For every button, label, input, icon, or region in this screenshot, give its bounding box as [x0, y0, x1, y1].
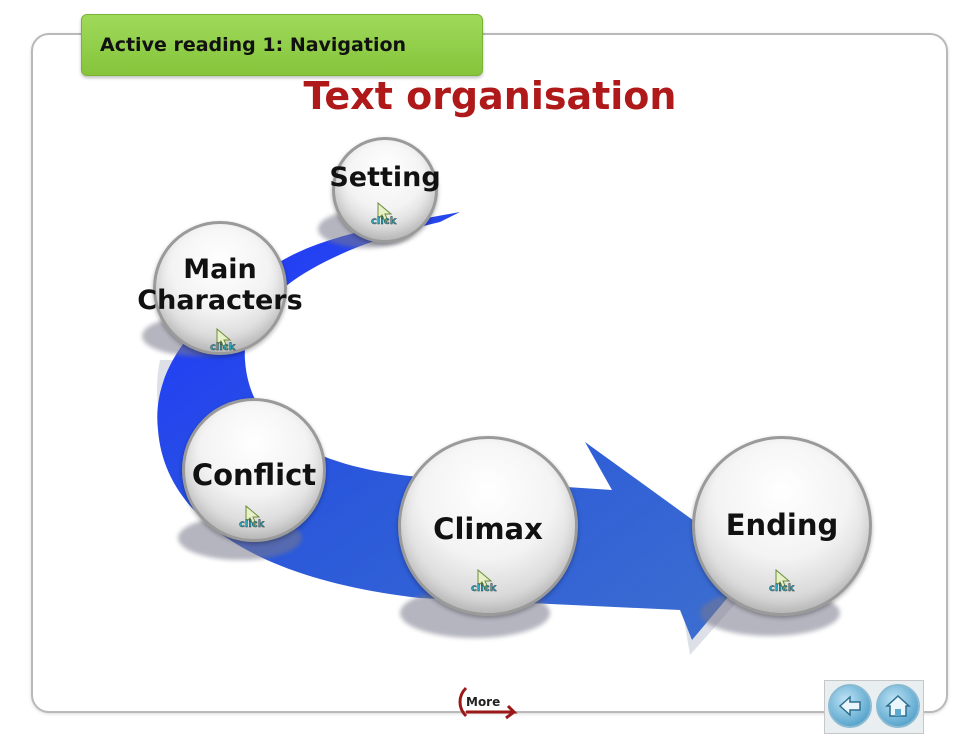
section-tab-label: Active reading 1: Navigation: [100, 34, 407, 56]
click-icon: click: [239, 505, 265, 530]
back-arrow-icon: [838, 695, 861, 717]
section-tab: [81, 14, 483, 76]
stage-label: Setting: [329, 162, 441, 193]
stage-ending[interactable]: Ending click: [692, 436, 872, 616]
stage-label: Main Characters: [137, 254, 303, 317]
more-button[interactable]: [452, 680, 530, 720]
back-button[interactable]: [828, 684, 872, 728]
home-icon: [885, 694, 911, 717]
stage-setting[interactable]: Setting click: [329, 137, 441, 243]
stage-conflict[interactable]: Conflict click: [182, 398, 326, 542]
stage-label: Ending: [725, 508, 839, 542]
stage-label: Conflict: [191, 458, 317, 492]
stage-label: Climax: [433, 512, 543, 546]
click-icon: click: [769, 569, 795, 594]
click-text: click: [371, 216, 397, 227]
more-label: More: [466, 695, 501, 709]
svg-text:click: click: [210, 342, 236, 353]
stage-main-characters[interactable]: Main Characters click: [137, 221, 303, 355]
click-icon: click: [471, 569, 497, 594]
click-icon: click: [371, 202, 397, 227]
stage-climax[interactable]: Climax click: [398, 436, 578, 616]
svg-text:click: click: [471, 583, 497, 594]
svg-text:click: click: [769, 583, 795, 594]
arrow-right-icon: [466, 704, 518, 720]
svg-text:click: click: [239, 519, 265, 530]
click-icon: click: [210, 328, 236, 353]
home-button[interactable]: [876, 684, 920, 728]
slide-title: Text organisation: [303, 74, 677, 118]
arrow-body: [157, 212, 755, 640]
